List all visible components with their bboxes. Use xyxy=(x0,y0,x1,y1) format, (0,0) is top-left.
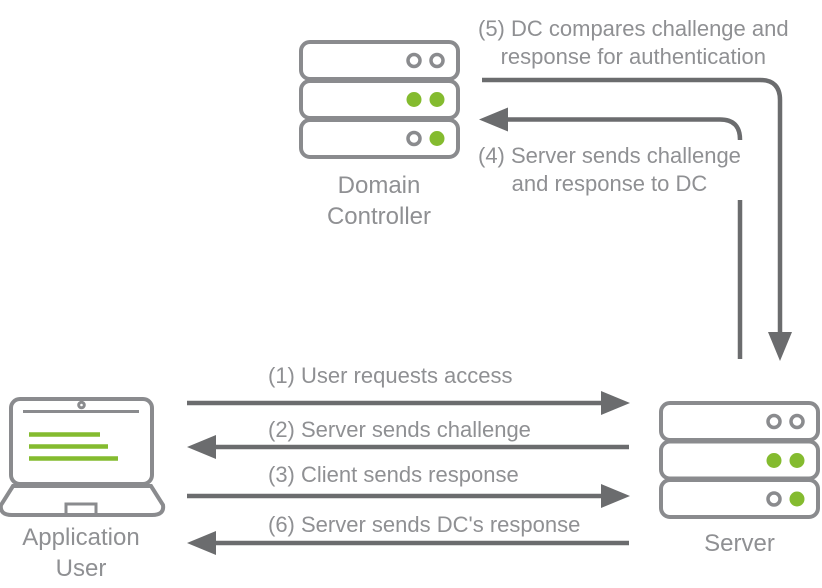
message-label-4: (4) Server sends challenge and response … xyxy=(470,140,749,200)
domain-controller-server-stack-icon xyxy=(299,40,460,159)
message-label-5: (5) DC compares challenge and response f… xyxy=(470,13,797,73)
laptop-icon xyxy=(0,397,166,517)
server-led-off xyxy=(766,413,782,430)
arrowhead-right xyxy=(601,391,630,415)
dc-rack-unit xyxy=(299,118,460,159)
message-label-1: (1) User requests access xyxy=(262,361,519,390)
arrowhead-left xyxy=(479,107,508,132)
arrow-4-server-to-dc xyxy=(479,107,743,359)
arrowhead-down xyxy=(768,332,792,361)
laptop-base xyxy=(0,484,166,517)
server-rack-unit xyxy=(659,478,820,519)
dc-rack-unit xyxy=(299,40,460,81)
server-led-on xyxy=(789,453,805,468)
server-led-on xyxy=(789,491,805,507)
dc-led-on xyxy=(429,92,445,107)
dc-led-off xyxy=(406,52,422,69)
server-rack-unit xyxy=(659,401,820,442)
server-led-on xyxy=(766,453,782,468)
dc-led-on xyxy=(429,131,445,146)
arrow-2-server-sends-challenge xyxy=(187,435,629,459)
arrow-3-client-sends-response xyxy=(187,484,630,508)
laptop-touchpad xyxy=(64,502,98,517)
arrowhead-left xyxy=(187,531,216,555)
dc-led-off xyxy=(406,130,422,147)
arrowhead-right xyxy=(601,484,630,508)
message-label-3: (3) Client sends response xyxy=(262,460,525,489)
application-user-caption: Application User xyxy=(22,524,140,582)
server-server-stack-icon xyxy=(659,401,820,519)
arrow-6-server-sends-dc-response xyxy=(187,531,629,555)
server-led-off xyxy=(789,413,805,430)
domain-controller-caption: Domain Controller xyxy=(326,172,432,230)
dc-led-off xyxy=(429,52,445,69)
server-led-off xyxy=(766,491,782,507)
arrow-5-dc-to-server xyxy=(482,77,792,361)
server-caption: Server xyxy=(704,530,775,557)
laptop-webcam xyxy=(77,400,86,410)
message-label-2: (2) Server sends challenge xyxy=(262,415,537,444)
arrowhead-left xyxy=(187,435,216,459)
arrow-1-user-requests-access xyxy=(187,391,630,415)
dc-led-on xyxy=(406,92,422,107)
message-label-6: (6) Server sends DC's response xyxy=(262,510,587,539)
